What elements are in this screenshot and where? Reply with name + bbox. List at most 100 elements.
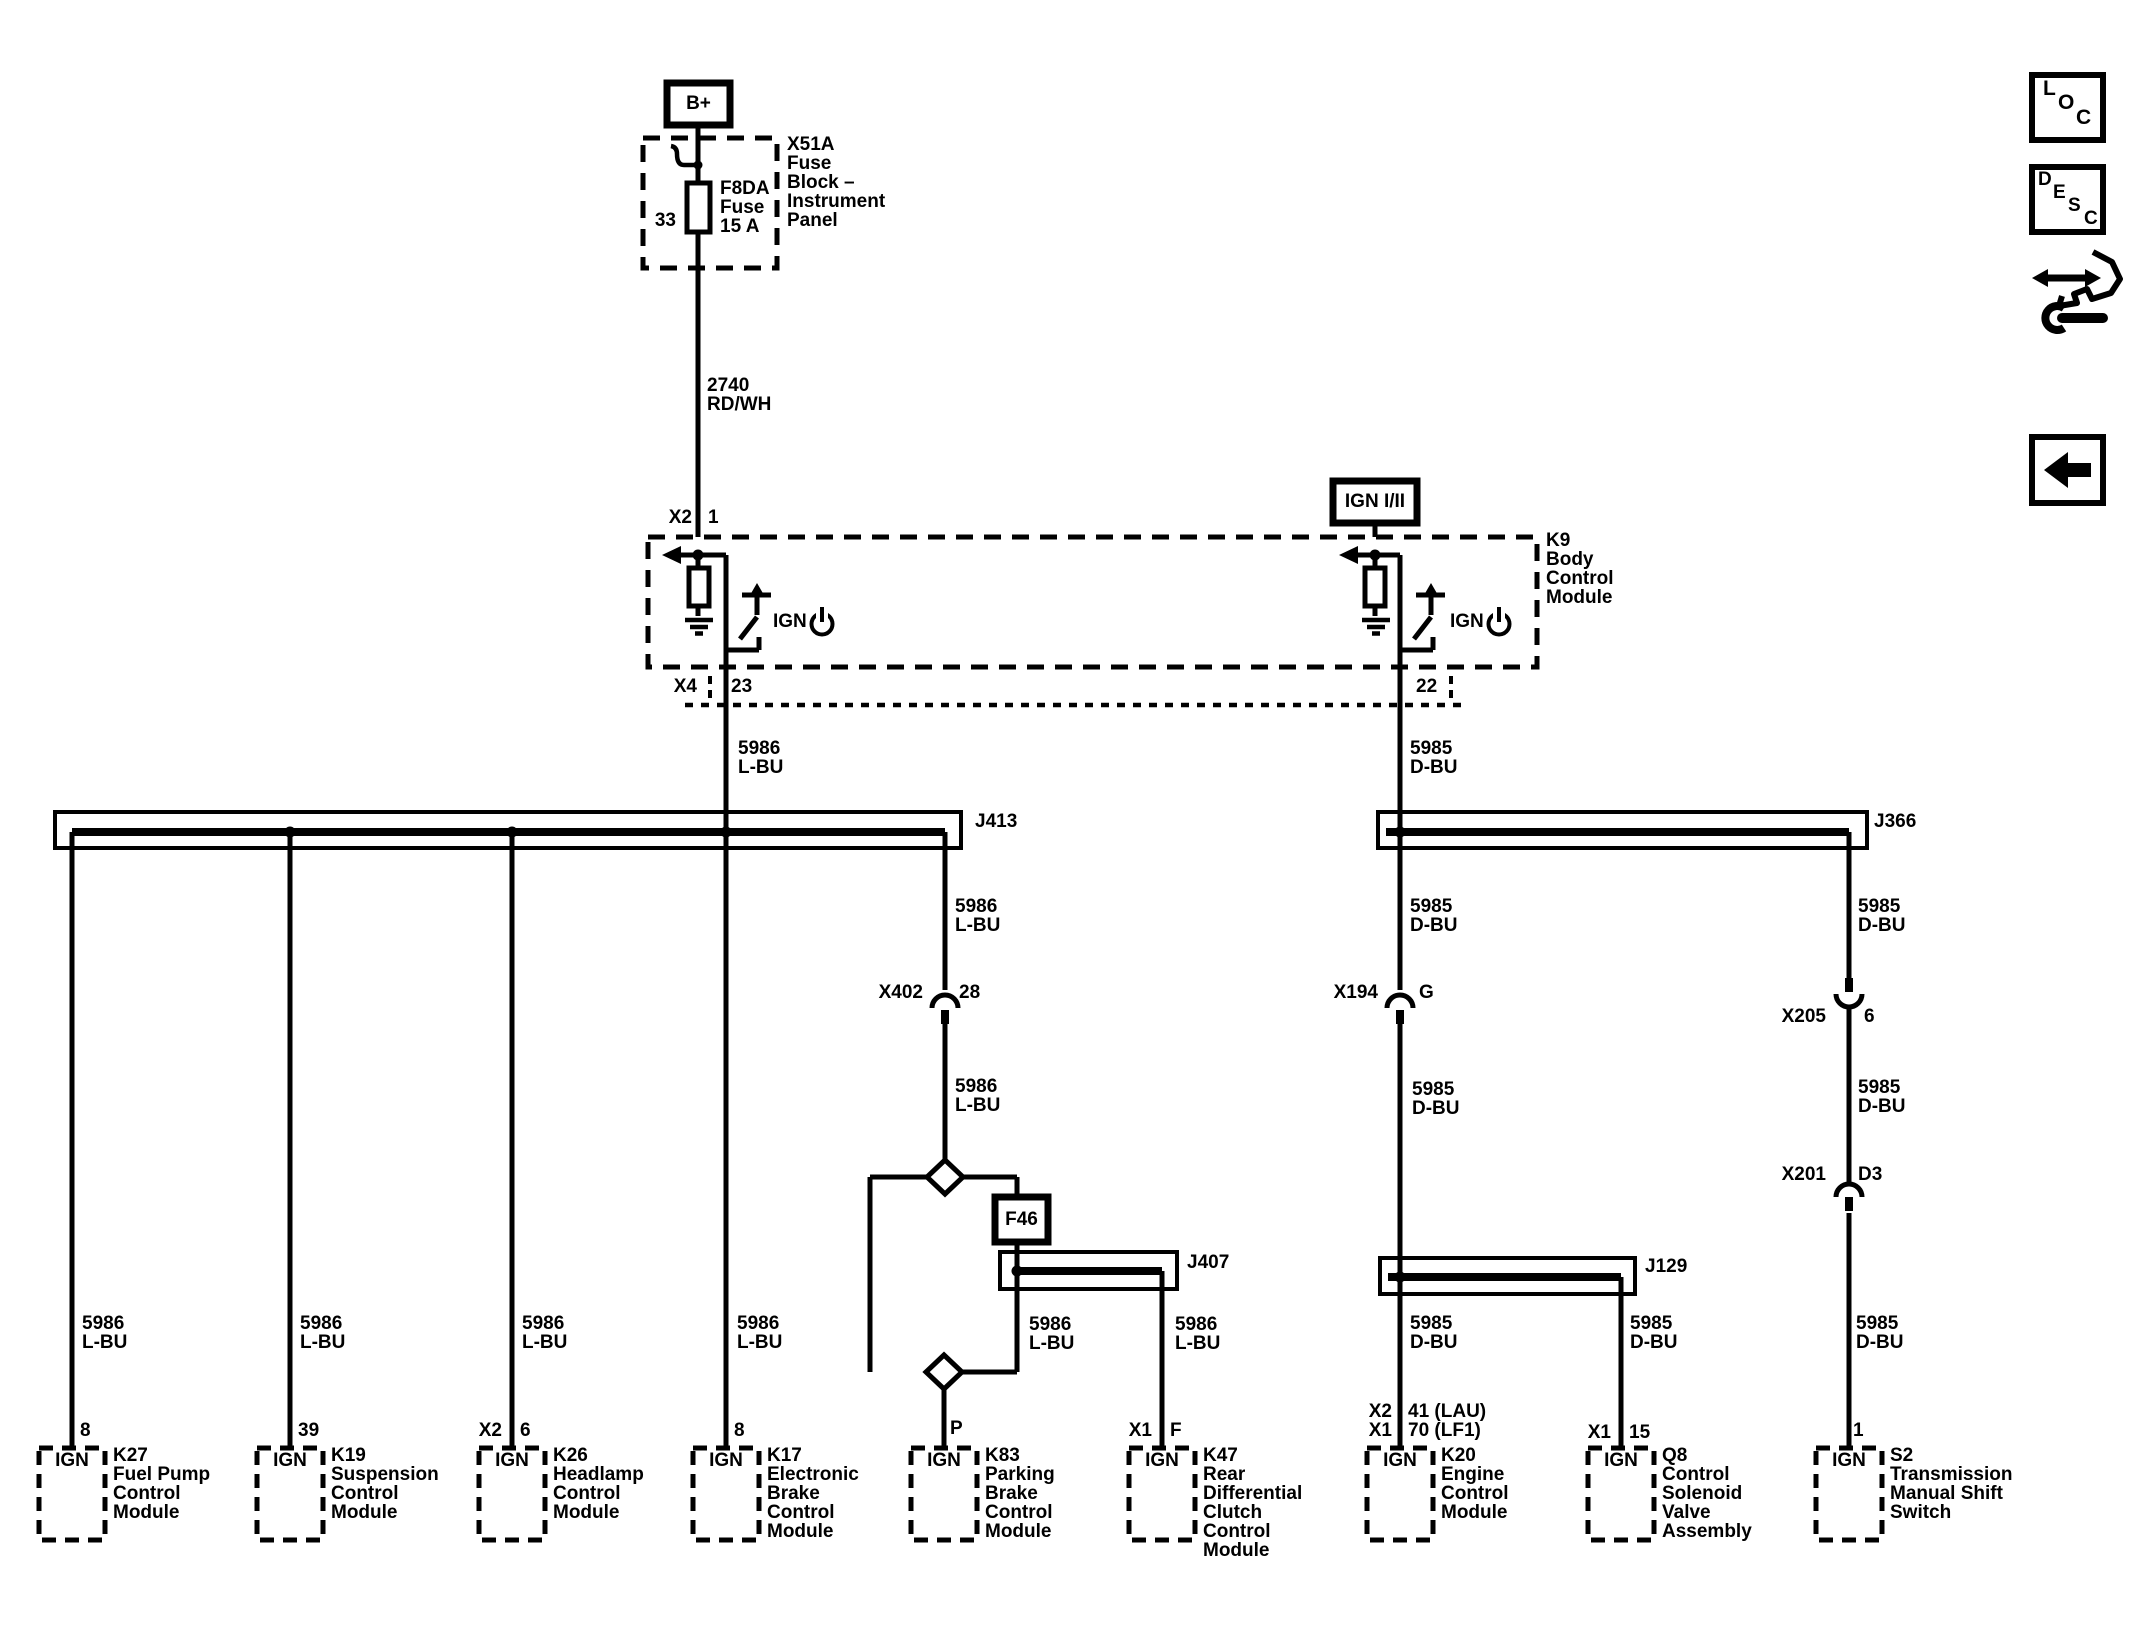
- b-plus-feed: [663, 79, 734, 537]
- splice-diamond-lower: [922, 1351, 966, 1448]
- connector-x201-icon: [1833, 1181, 1865, 1448]
- back-button[interactable]: [2029, 434, 2106, 506]
- module-boxes: [36, 1445, 1885, 1543]
- wire-label-5985: 5985 D-BU: [1410, 1313, 1458, 1353]
- bcm-name: K9 Body Control Module: [1546, 530, 1614, 608]
- module-box-s2: [1813, 1445, 1885, 1543]
- module-pin-k47: F: [1170, 1420, 1182, 1441]
- module-pin-k26: 6: [520, 1420, 531, 1441]
- resistor-icon: [1362, 565, 1388, 609]
- ground-icon: [685, 617, 713, 636]
- module-name-k19: K19 Suspension Control Module: [331, 1445, 439, 1523]
- connector-pin-x194: G: [1419, 982, 1434, 1003]
- splice-diamond-upper: [867, 1156, 1020, 1372]
- module-pin-s2: 1: [1853, 1420, 1864, 1441]
- bcm-internal-right: [1339, 546, 1512, 1448]
- junction-label-j129: J129: [1645, 1256, 1688, 1277]
- fuse-f46: [962, 1193, 1052, 1375]
- module-box-k83: [908, 1445, 980, 1543]
- wire-label-5986: 5986 L-BU: [955, 1076, 1001, 1116]
- wire-label-5985: 5985 D-BU: [1630, 1313, 1678, 1353]
- junction-label-j407: J407: [1187, 1252, 1230, 1273]
- ign-switch-label-right: IGN: [1450, 611, 1484, 632]
- module-ign-s2: IGN: [1832, 1450, 1866, 1471]
- loc-button[interactable]: [2029, 72, 2106, 143]
- module-box-k19: [254, 1445, 326, 1543]
- bcm-internal-left: [662, 546, 835, 1448]
- module-pin2-k20: 70 (LF1): [1408, 1420, 1481, 1441]
- connector-x402-icon: [929, 992, 961, 1160]
- module-ign-k26: IGN: [495, 1450, 529, 1471]
- module-name-k26: K26 Headlamp Control Module: [553, 1445, 644, 1523]
- module-box-k47: [1126, 1445, 1198, 1543]
- wire-label-5986: 5986 L-BU: [522, 1313, 568, 1353]
- desc-button-letter: S: [2068, 195, 2081, 216]
- arrow-outline-icon: [2056, 249, 2123, 309]
- module-pin-q8: 15: [1629, 1422, 1651, 1443]
- left-arrow-icon: [1339, 546, 1358, 564]
- module-box-k27: [36, 1445, 108, 1543]
- desc-button-letter: C: [2084, 208, 2098, 229]
- connector-label-x201: X201: [1781, 1164, 1826, 1185]
- fuse-clip-hook-icon: [670, 143, 698, 168]
- resistor-icon: [686, 565, 712, 609]
- bcm-pin-23: 23: [731, 676, 753, 697]
- ign-1-2-label: IGN I/II: [1344, 491, 1406, 512]
- connector-x194-icon: [1384, 992, 1416, 1024]
- connector-pin-x201: D3: [1858, 1164, 1883, 1185]
- back-arrow-icon: [2044, 452, 2091, 488]
- schematic-nav-button[interactable]: [2032, 249, 2123, 334]
- f46-label: F46: [1005, 1209, 1038, 1230]
- module-name-k27: K27 Fuel Pump Control Module: [113, 1445, 211, 1523]
- wire-label-5986: 5986 L-BU: [300, 1313, 346, 1353]
- module-box-q8: [1585, 1445, 1657, 1543]
- power-icon: [1486, 607, 1512, 637]
- fuse-block-x51a: [640, 135, 780, 271]
- connector-label-x205: X205: [1781, 1006, 1826, 1027]
- connector-label-x402: X402: [878, 982, 923, 1003]
- bcm-conn-x4: X4: [673, 676, 697, 697]
- wire-label-5986: 5986 L-BU: [1175, 1314, 1221, 1354]
- bcm-pin-22: 22: [1416, 676, 1438, 697]
- b-plus-label: B+: [686, 93, 711, 114]
- module-pin-k19: 39: [298, 1420, 320, 1441]
- module-ign-k20: IGN: [1383, 1450, 1417, 1471]
- module-name-k47: K47 Rear Differential Clutch Control Mod…: [1203, 1445, 1303, 1561]
- bcm-k9-outline: [645, 534, 1540, 708]
- module-conn-q8: X1: [1587, 1422, 1611, 1443]
- wire-label-5986: 5986 L-BU: [1029, 1314, 1075, 1354]
- module-conn-k26: X2: [478, 1420, 502, 1441]
- module-ign-k17: IGN: [709, 1450, 743, 1471]
- module-box-k20: [1364, 1445, 1436, 1543]
- module-box-k26: [476, 1445, 548, 1543]
- wire-label-5985: 5985 D-BU: [1858, 896, 1906, 936]
- fuse-name: F8DA Fuse 15 A: [720, 178, 770, 237]
- fuse-f8da-icon: [684, 180, 713, 235]
- ground-icon: [1362, 617, 1390, 636]
- junction-label-j366: J366: [1874, 811, 1917, 832]
- module-ign-k83: IGN: [927, 1450, 961, 1471]
- module-conn2-k20: X1: [1368, 1420, 1392, 1441]
- desc-button-letter: E: [2053, 182, 2066, 203]
- fuse-block-name: X51A Fuse Block – Instrument Panel: [787, 134, 886, 231]
- fuse-pin: 33: [654, 210, 676, 231]
- desc-button[interactable]: [2029, 164, 2106, 235]
- wire-label-5985: 5985 D-BU: [1856, 1313, 1904, 1353]
- connector-x205-icon: [1833, 978, 1865, 1183]
- wire-label-5986: 5986 L-BU: [738, 738, 784, 778]
- wire-label-5986: 5986 L-BU: [955, 896, 1001, 936]
- wire-label-5985: 5985 D-BU: [1410, 738, 1458, 778]
- junction-label-j413: J413: [975, 811, 1018, 832]
- ignition-switch-icon: [1375, 552, 1445, 653]
- power-icon: [809, 607, 835, 637]
- junction-j129: [1378, 1256, 1637, 1448]
- ign-switch-label-left: IGN: [773, 611, 807, 632]
- connector-pin-x205: 6: [1864, 1006, 1875, 1027]
- module-name-q8: Q8 Control Solenoid Valve Assembly: [1662, 1445, 1752, 1542]
- wire-label-5985: 5985 D-BU: [1410, 896, 1458, 936]
- ignition-switch-icon: [698, 552, 771, 653]
- wrench-icon: [2041, 302, 2108, 334]
- bcm-conn-x2: X2: [668, 507, 692, 528]
- junction-dot: [693, 160, 703, 170]
